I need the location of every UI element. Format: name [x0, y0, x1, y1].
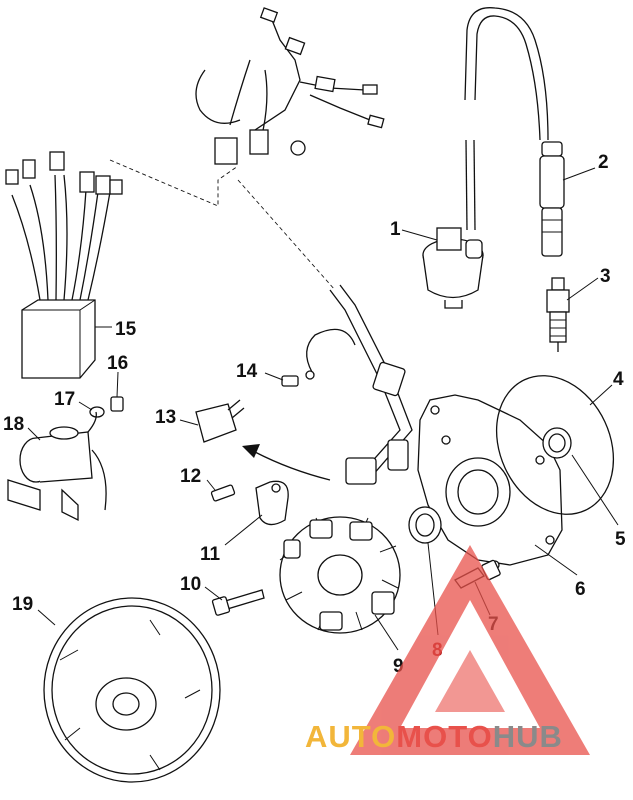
callout-4: 4 — [613, 369, 624, 390]
callout-14: 14 — [236, 361, 258, 382]
wire-clamp — [255, 480, 289, 526]
spark-plug — [546, 277, 570, 352]
callout-19: 19 — [12, 594, 33, 615]
bolt-10 — [211, 589, 265, 616]
callout-3: 3 — [600, 266, 611, 287]
leader-dashed-2 — [237, 179, 336, 291]
bolt-12 — [210, 484, 236, 502]
callout-leaders — [27, 167, 619, 651]
stator-harness — [329, 284, 413, 485]
leader-dashed-1 — [109, 159, 239, 207]
stator-cover — [417, 394, 563, 570]
screw-14 — [281, 328, 356, 387]
callout-12: 12 — [180, 466, 201, 487]
flywheel — [43, 597, 221, 783]
callout-13: 13 — [155, 407, 176, 428]
callout-6: 6 — [575, 579, 586, 600]
watermark-hub: HUB — [493, 719, 563, 754]
direction-arrow — [254, 451, 331, 481]
callout-15: 15 — [115, 319, 137, 340]
watermark-moto: MOTO — [396, 719, 492, 754]
callout-11: 11 — [200, 544, 221, 565]
o-ring — [495, 375, 615, 515]
starter-solenoid — [7, 411, 107, 522]
spark-plug-wire — [464, 7, 549, 231]
spark-plug-cap — [539, 141, 565, 257]
callout-18: 18 — [3, 414, 24, 435]
stator — [279, 516, 401, 634]
pulser-coil — [195, 399, 245, 443]
watermark-auto: AUTO — [305, 719, 396, 754]
callout-2: 2 — [598, 152, 609, 173]
callout-16: 16 — [107, 353, 128, 374]
callout-5: 5 — [615, 529, 626, 550]
watermark-triangle — [350, 545, 590, 755]
callout-1: 1 — [390, 219, 401, 240]
cdi-module — [5, 151, 123, 379]
callout-10: 10 — [180, 574, 201, 595]
ignition-coil — [422, 227, 484, 309]
watermark-text: AUTOMOTOHUB — [305, 719, 563, 754]
oil-seal-5 — [542, 427, 572, 459]
watermark-triangle-inner — [435, 650, 505, 712]
callout-17: 17 — [54, 389, 75, 410]
wiring-harness — [195, 7, 385, 165]
direction-arrowhead — [242, 444, 260, 458]
watermark-logo — [350, 545, 590, 755]
oil-seal-8 — [408, 506, 442, 544]
callout-9: 9 — [393, 656, 404, 677]
bolt-and-washer — [89, 396, 124, 418]
